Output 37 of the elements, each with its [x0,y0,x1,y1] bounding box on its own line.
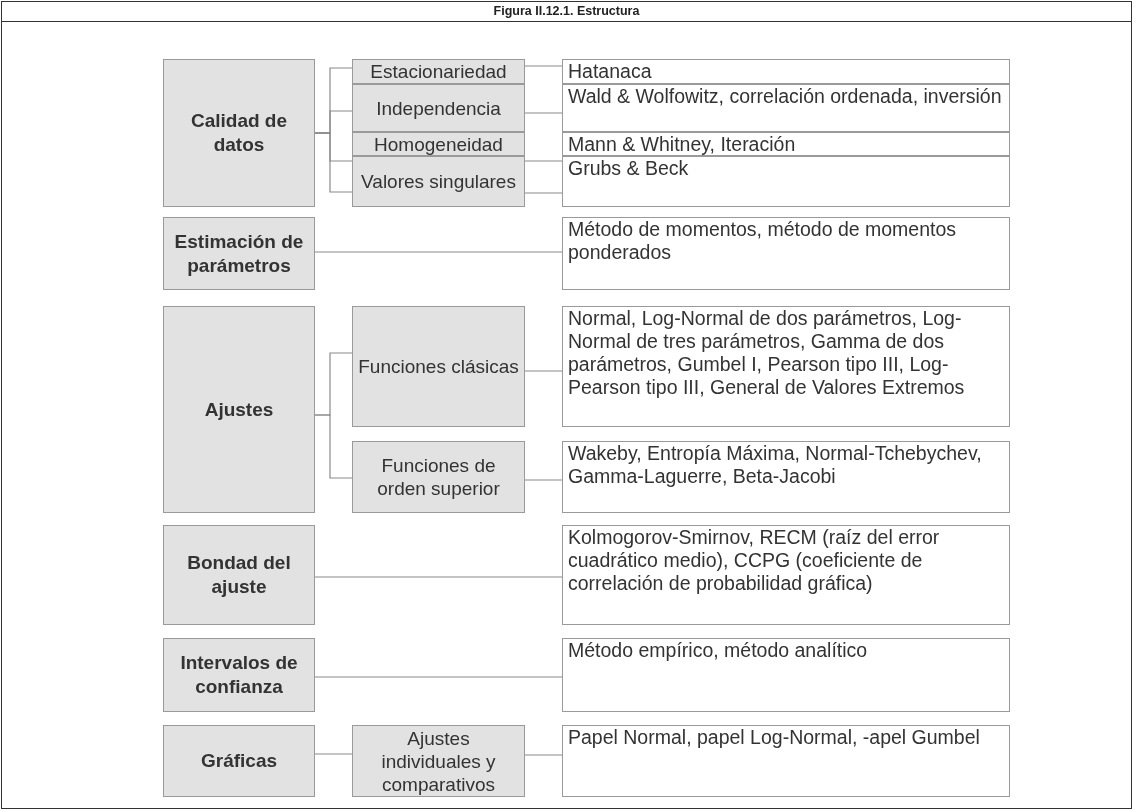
subcategory-box: Valores singulares [352,156,525,207]
method-list-box: Hatanaca [562,59,1010,84]
method-list-box: Grubs & Beck [562,156,1010,207]
method-list-box: Mann & Whitney, Iteración [562,132,1010,156]
subcategory-box: Estacionariedad [352,59,525,84]
category-box: Estimación de parámetros [163,217,315,290]
subcategory-box: Independencia [352,84,525,132]
connector-line [314,251,563,253]
subcategory-box: Funciones clásicas [352,306,525,427]
method-list-box: Wald & Wolfowitz, correlación ordenada, inversión [562,84,1010,132]
connector-line [524,479,563,481]
subcategory-box: Homogeneidad [352,132,525,156]
method-list-box: Kolmogorov-Smirnov, RECM (raíz del error cuadrático medio), CCPG (coeficiente de correlación de probabilidad gráfica) [562,525,1010,625]
category-box: Intervalos de confianza [163,638,315,712]
method-list-box: Papel Normal, papel Log-Normal, -apel Gumbel [562,725,1010,797]
connector-line [524,112,563,114]
connector-line [314,132,353,193]
figure-title: Figura II.12.1. Estructura [2,2,1131,22]
subcategory-box: Funciones de orden superior [352,441,525,513]
category-box: Bondad del ajuste [163,525,315,625]
method-list-box: Wakeby, Entropía Máxima, Normal-Tchebychev, Gamma-Laguerre, Beta-Jacobi [562,441,1010,513]
connector-line [524,65,563,67]
connector-line [524,754,563,756]
method-list-box: Método empírico, método analítico [562,638,1010,712]
connector-line [524,160,563,162]
connector-line [524,192,563,194]
connector-line [314,753,353,755]
connector-line [314,576,563,578]
connector-line [524,370,563,372]
subcategory-box: Ajustes individuales y comparativos [352,725,525,797]
method-list-box: Normal, Log-Normal de dos parámetros, Log-Normal de tres parámetros, Gamma de dos parámetros, Gumbel I, Pearson tipo III, Log-Pearson tipo III, General de Valores Extremos [562,306,1010,427]
category-box: Gráficas [163,725,315,797]
connector-line [314,414,353,479]
method-list-box: Método de momentos, método de momentos ponderados [562,217,1010,290]
category-box: Ajustes [163,306,315,513]
category-box: Calidad de datos [163,59,315,207]
connector-line [314,676,563,678]
